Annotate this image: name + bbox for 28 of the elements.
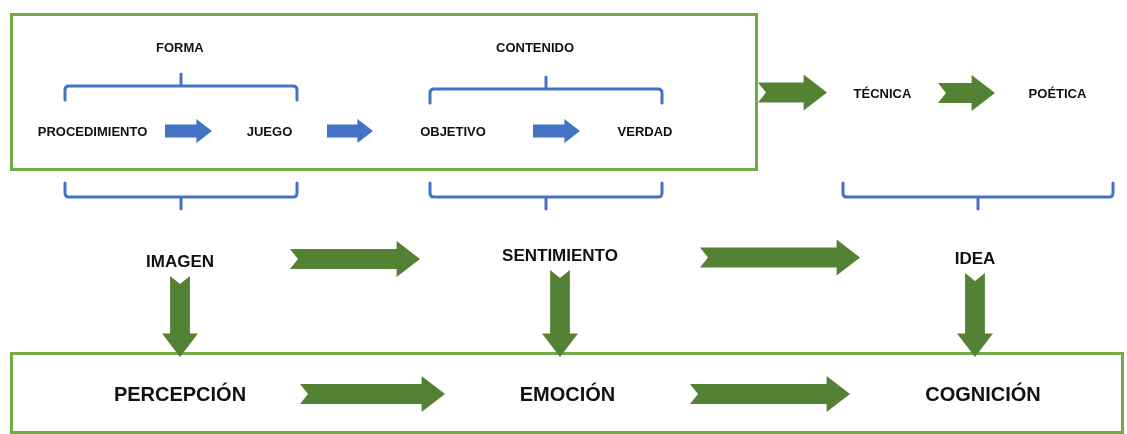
block-arrow: [700, 239, 860, 276]
group-heading: FORMA: [156, 39, 204, 55]
concept-label: VERDAD: [617, 123, 673, 139]
group-frame: [10, 352, 1124, 434]
concept-label: SENTIMIENTO: [502, 246, 618, 266]
block-arrow: [758, 74, 827, 111]
block-arrow: [542, 270, 578, 357]
concept-label: PERCEPCIÓN: [113, 382, 247, 406]
concept-label: OBJETIVO: [420, 123, 486, 139]
concept-label: IMAGEN: [146, 252, 214, 272]
concept-label: EMOCIÓN: [519, 382, 616, 406]
group-frame: [10, 13, 758, 171]
block-arrow: [533, 119, 580, 143]
concept-label: PROCEDIMIENTO: [37, 123, 148, 139]
concept-label: COGNICIÓN: [925, 382, 1041, 406]
block-arrow: [957, 273, 993, 357]
group-heading: CONTENIDO: [496, 39, 574, 55]
block-arrow: [690, 376, 850, 412]
concept-label: JUEGO: [246, 123, 293, 139]
block-arrow: [162, 276, 198, 357]
block-arrow: [938, 75, 995, 111]
block-arrow: [300, 376, 445, 412]
block-arrow: [290, 241, 420, 277]
concept-label: POÉTICA: [1028, 85, 1087, 101]
block-arrow: [165, 119, 212, 143]
concept-label: TÉCNICA: [853, 85, 912, 101]
block-arrow: [327, 119, 373, 143]
concept-label: IDEA: [954, 249, 996, 269]
